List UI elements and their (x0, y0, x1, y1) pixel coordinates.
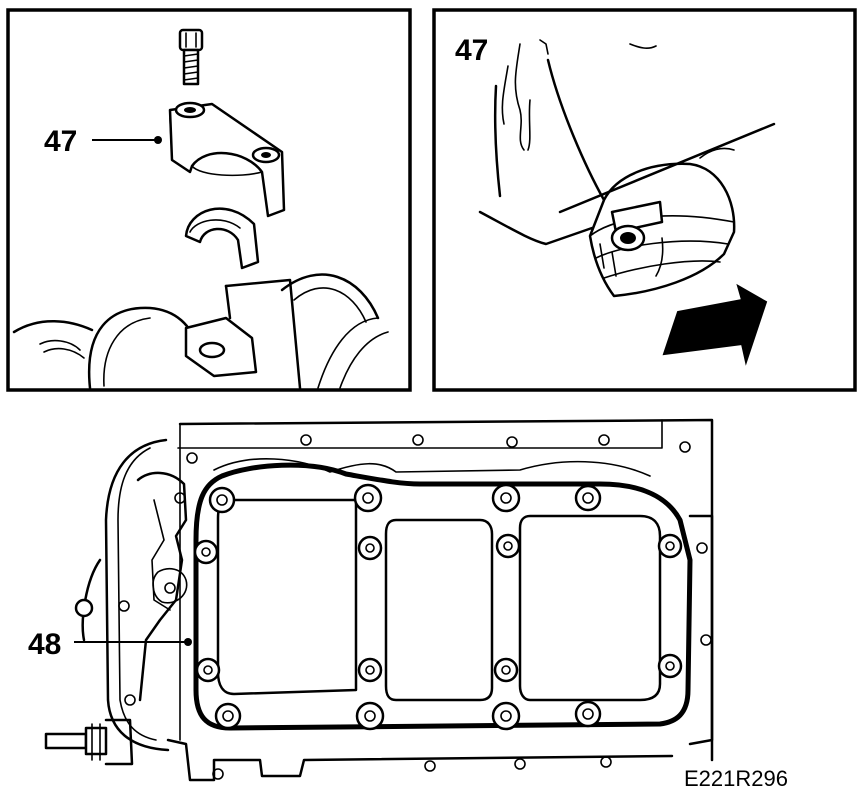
bearing-cap-panel: 47 (6, 8, 412, 392)
block-holes (118, 434, 712, 780)
timing-cover (44, 438, 188, 766)
hand (478, 39, 657, 246)
cylinder-edge (558, 122, 776, 214)
figure-reference: E221R296 (684, 766, 788, 791)
bearing-cap (168, 101, 286, 218)
bolt (178, 28, 204, 86)
callout-label: 47 (455, 34, 488, 67)
piston (588, 162, 736, 298)
piston-panel: 47 (432, 8, 857, 392)
oil-pan-panel: 48 E221R296 (28, 418, 788, 791)
direction-arrow (662, 283, 768, 366)
bearing-shell (184, 207, 260, 270)
callout-48-gasket: 48 (28, 628, 192, 661)
callout-label: 47 (44, 125, 77, 158)
bearing-cap-panel-frame (6, 8, 412, 392)
piston-panel-frame (432, 8, 857, 392)
oil-pan-gasket (193, 462, 693, 731)
callout-label: 48 (28, 628, 61, 661)
crankshaft (12, 273, 389, 390)
callout-47-bearing-cap: 47 (44, 125, 162, 158)
